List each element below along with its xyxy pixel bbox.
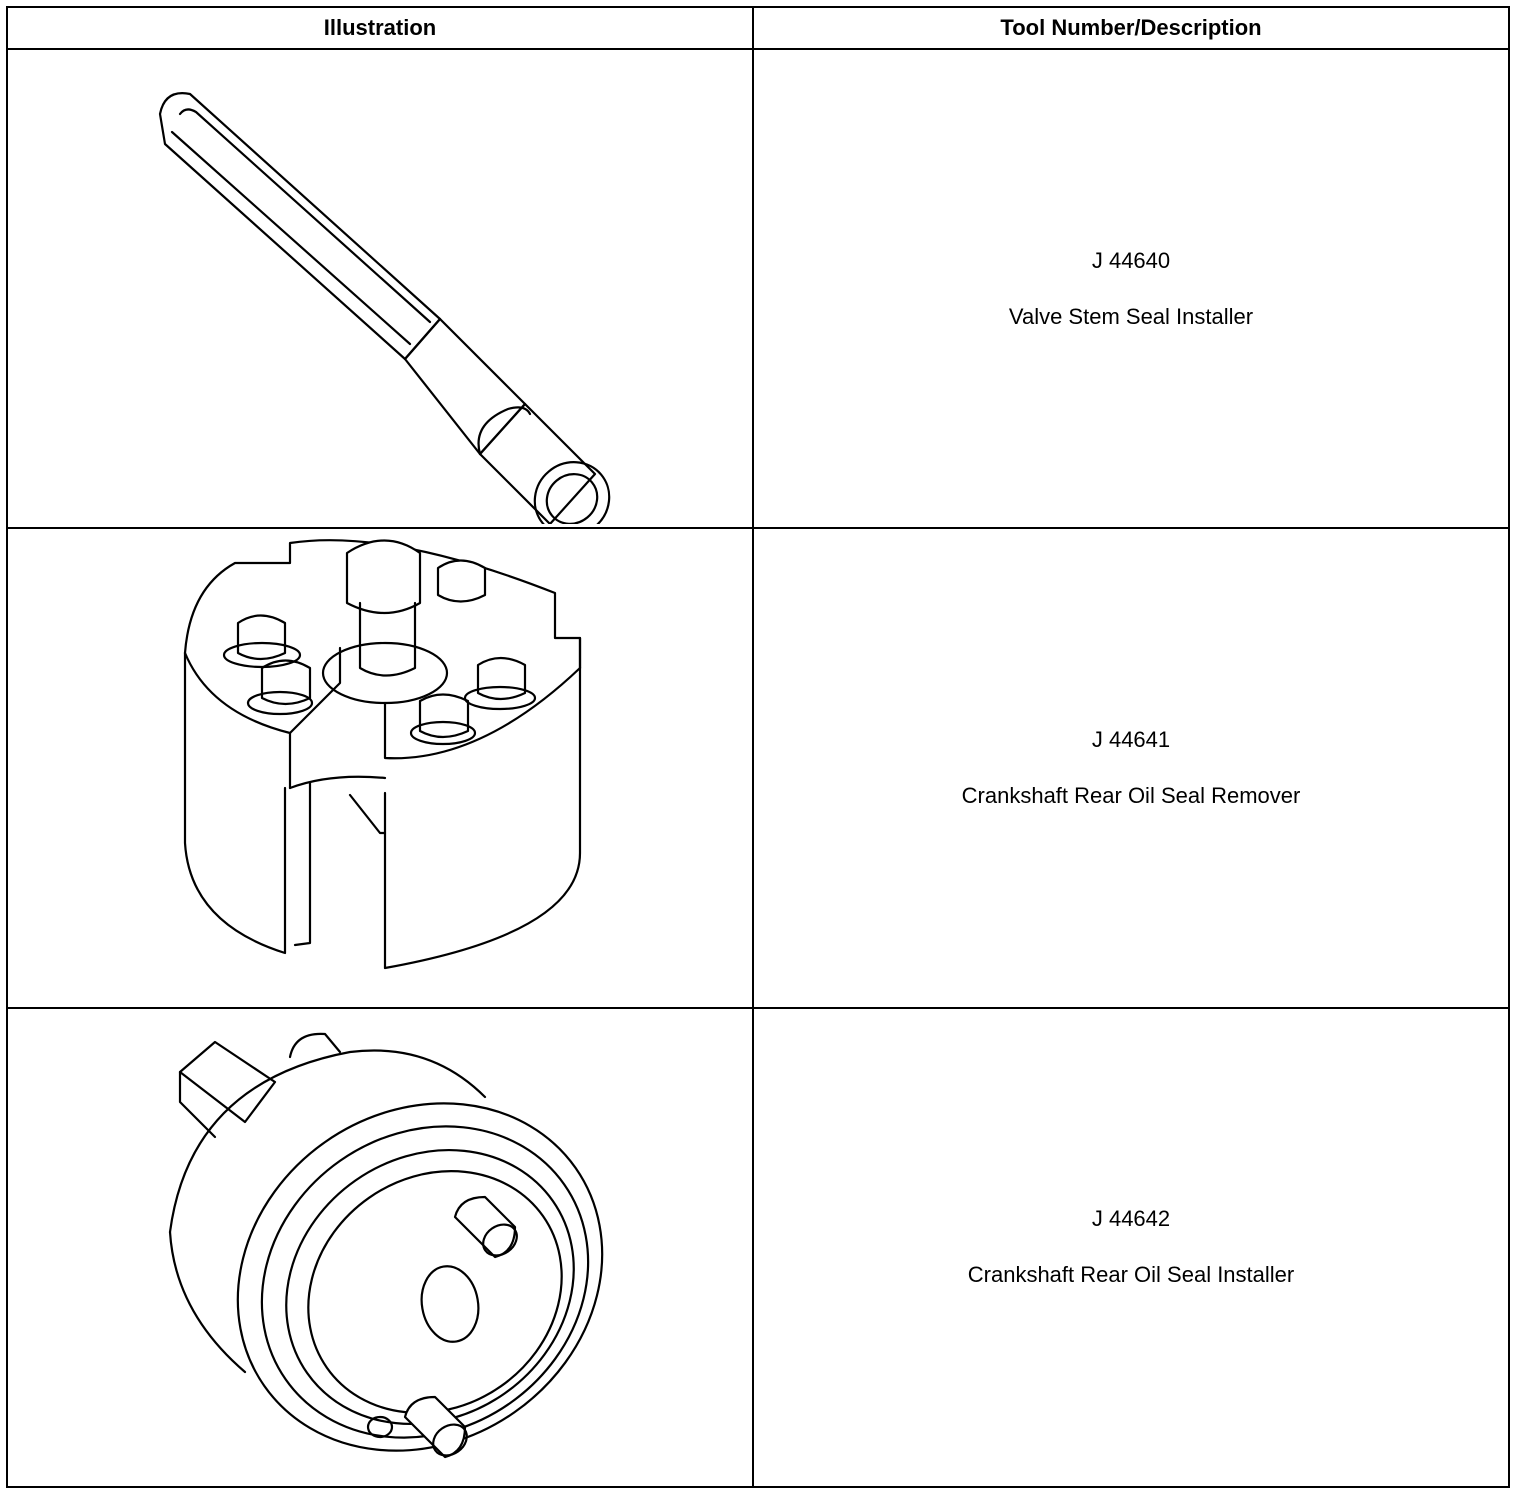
special-tools-table: Illustration Tool Number/Description — [6, 6, 1510, 1489]
header-illustration: Illustration — [6, 6, 754, 50]
table-row: J 44642 Crankshaft Rear Oil Seal Install… — [6, 1006, 1510, 1489]
table-row: J 44641 Crankshaft Rear Oil Seal Remover — [6, 527, 1510, 1009]
illustration-cell — [6, 527, 754, 1009]
tool-description: Crankshaft Rear Oil Seal Installer — [967, 1262, 1295, 1288]
illustration-cell — [6, 1006, 754, 1489]
crankshaft-seal-installer-drawing — [168, 1033, 604, 1459]
description-cell: J 44640 Valve Stem Seal Installer — [752, 47, 1510, 530]
tool-description: Valve Stem Seal Installer — [1008, 303, 1254, 329]
valve-stem-seal-installer-drawing — [158, 91, 611, 524]
tool-number: J 44642 — [1091, 1206, 1171, 1232]
header-tool-description: Tool Number/Description — [752, 6, 1510, 50]
tool-number: J 44640 — [1091, 247, 1171, 273]
crankshaft-seal-remover-drawing — [183, 539, 582, 970]
header-row: Illustration Tool Number/Description — [6, 6, 1510, 50]
illustration-cell — [6, 47, 754, 530]
tool-description: Crankshaft Rear Oil Seal Remover — [961, 782, 1301, 808]
description-cell: J 44642 Crankshaft Rear Oil Seal Install… — [752, 1006, 1510, 1489]
tool-number: J 44641 — [1091, 726, 1171, 752]
table-row: J 44640 Valve Stem Seal Installer — [6, 47, 1510, 530]
description-cell: J 44641 Crankshaft Rear Oil Seal Remover — [752, 527, 1510, 1009]
